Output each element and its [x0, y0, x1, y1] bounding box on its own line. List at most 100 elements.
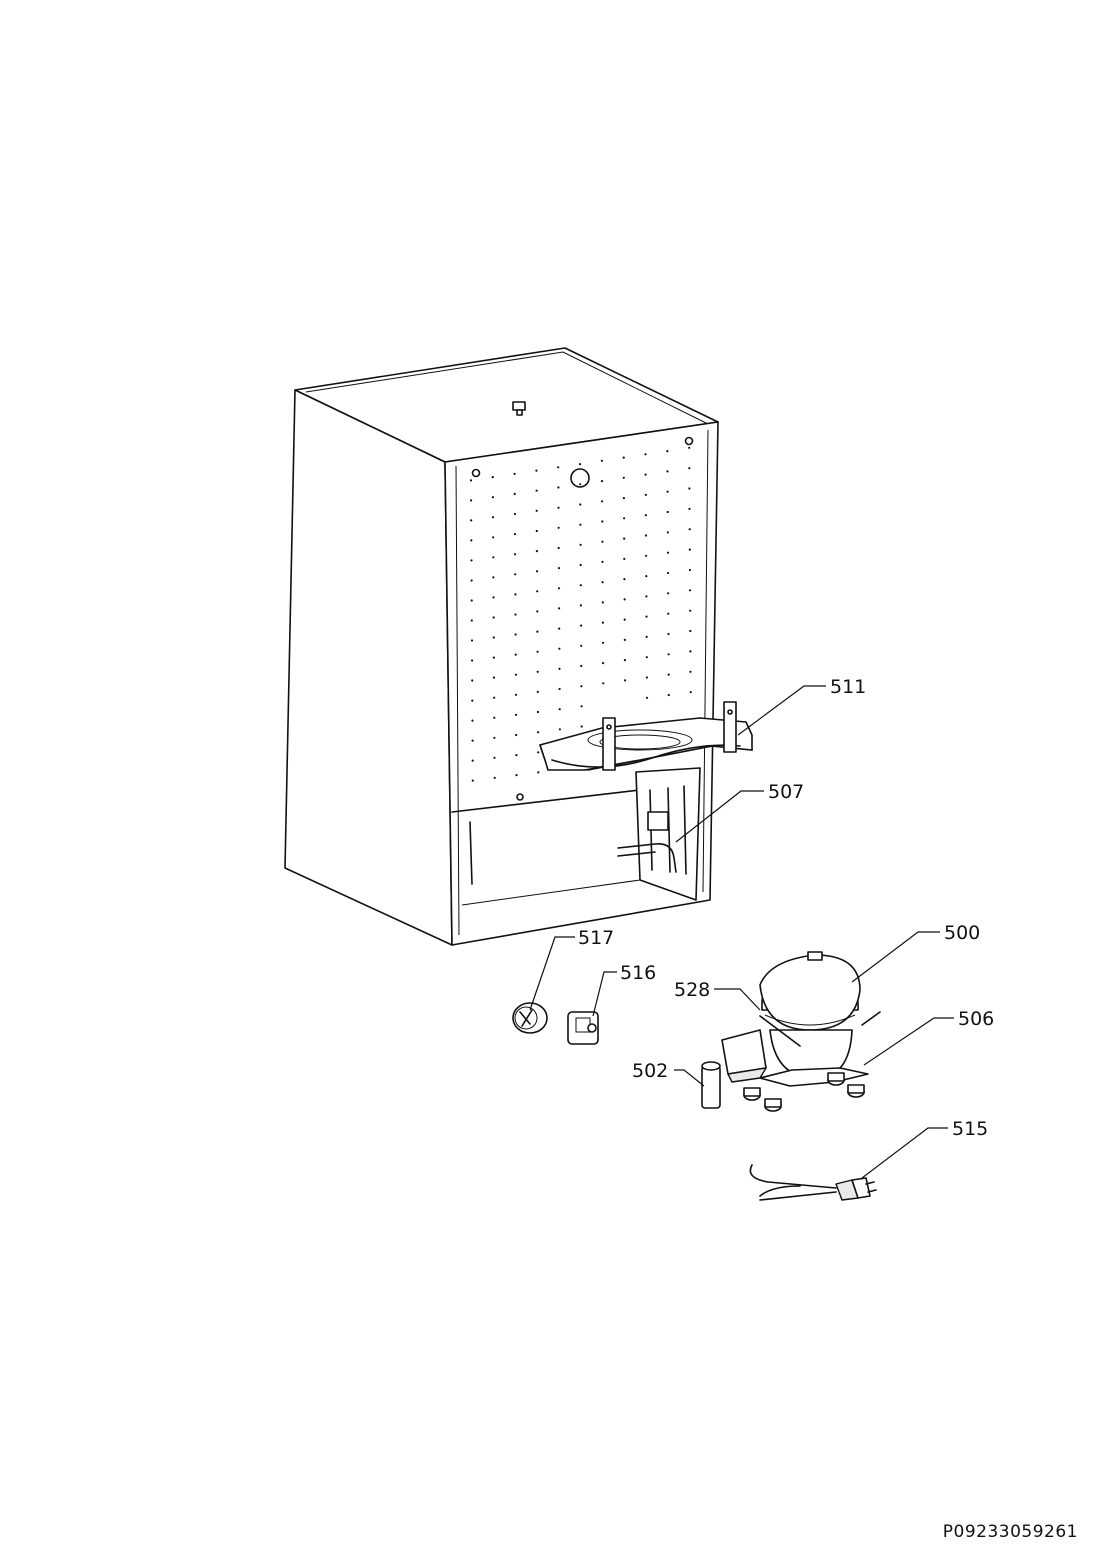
callout-517: 517	[578, 927, 614, 949]
perforation-dot	[644, 453, 647, 456]
perforation-dot	[514, 693, 518, 696]
perforation-dot	[514, 613, 517, 616]
perforation-dot	[580, 685, 583, 688]
perforation-dot	[688, 487, 691, 490]
perforation-dot	[601, 560, 604, 564]
perforation-dot	[645, 696, 649, 699]
perforation-dot	[688, 548, 691, 551]
perforation-dot	[557, 587, 561, 590]
perforation-dot	[470, 559, 473, 562]
perforation-dot	[667, 693, 670, 697]
perforation-dot	[493, 776, 496, 780]
tray-bracket	[602, 717, 616, 771]
perforation-dot	[515, 754, 518, 757]
document-id: P09233059261	[942, 1522, 1078, 1542]
screw-hole	[471, 468, 481, 478]
top-knob	[512, 401, 526, 416]
perforation-dot	[688, 589, 692, 592]
perforation-dot	[689, 650, 692, 653]
callout-516: 516	[620, 962, 656, 984]
perforation-dot	[514, 573, 517, 576]
perforation-dot	[471, 719, 474, 722]
condenser-coil	[617, 767, 701, 901]
perforation-dot	[492, 556, 495, 559]
perforation-dot	[689, 629, 692, 633]
perforation-dot	[515, 774, 518, 777]
drip-tray	[539, 701, 753, 771]
callout-502: 502	[632, 1060, 668, 1082]
perforation-dot	[557, 506, 560, 509]
perforation-dot	[515, 713, 518, 717]
perforation-dot	[536, 710, 540, 714]
perforation-dot	[513, 533, 517, 536]
perforation-dot	[623, 537, 626, 540]
perforation-dot	[471, 699, 474, 702]
perforation-dot	[579, 523, 582, 526]
perforation-dot	[580, 624, 583, 627]
perforation-dot	[666, 450, 669, 453]
perforation-dot	[667, 653, 670, 656]
perforation-dot	[471, 679, 474, 682]
callout-500: 500	[944, 922, 980, 944]
cabinet-left-side	[284, 389, 453, 946]
callout-515: 515	[952, 1118, 988, 1140]
perforation-dot	[579, 604, 583, 607]
perforation-dot	[601, 621, 605, 624]
perforation-dot	[667, 612, 670, 615]
capacitor	[701, 1061, 721, 1109]
perforation-dot	[645, 676, 649, 679]
perforation-dot	[600, 480, 604, 483]
perforation-dot	[536, 590, 539, 593]
perforation-dot	[666, 490, 669, 493]
perforation-dot	[689, 670, 692, 673]
perforation-dot	[623, 557, 626, 561]
perforation-dot	[623, 638, 626, 642]
perforation-dot	[558, 627, 561, 630]
screw-hole	[684, 436, 694, 446]
thermostat-knob	[512, 1002, 548, 1034]
perforation-dot	[537, 771, 540, 774]
perforation-dot	[666, 470, 669, 473]
perforation-dot	[535, 489, 538, 492]
perforation-dot	[492, 656, 495, 659]
perforation-dot	[644, 493, 647, 496]
perforation-dot	[601, 581, 604, 584]
perforation-dot	[536, 610, 539, 613]
perforation-dot	[579, 503, 582, 506]
perforation-dot	[535, 550, 539, 553]
perforation-dot	[623, 598, 626, 601]
perforation-dot	[471, 759, 474, 762]
perforation-dot	[493, 736, 496, 739]
perforation-dot	[536, 650, 539, 653]
perforation-dot	[513, 492, 516, 495]
perforation-dot	[471, 659, 474, 662]
perforation-dot	[491, 516, 495, 519]
perforation-dot	[470, 499, 473, 502]
perforation-dot	[622, 497, 626, 500]
perforation-dot	[470, 539, 473, 542]
perforation-dot	[470, 619, 473, 622]
perforation-dot	[557, 546, 560, 550]
perforation-dot	[470, 579, 473, 582]
perforation-dot	[622, 456, 625, 459]
perforation-dot	[580, 644, 583, 647]
callout-506: 506	[958, 1008, 994, 1030]
perforation-dot	[557, 486, 560, 489]
perforation-dot	[491, 496, 494, 499]
perforation-dot	[492, 536, 495, 539]
perforation-dot	[579, 563, 582, 567]
perforation-dot	[601, 520, 604, 523]
perforation-dot	[645, 635, 648, 639]
perforation-dot	[536, 670, 539, 673]
perforation-dot	[513, 472, 516, 475]
compressor	[721, 951, 881, 1112]
perforation-dot	[514, 653, 517, 656]
perforation-dot	[535, 469, 538, 472]
perforation-dot	[645, 595, 648, 598]
perforation-dot	[537, 731, 540, 734]
perforation-dot	[558, 647, 561, 650]
callout-528: 528	[674, 979, 710, 1001]
round-opening	[570, 468, 590, 488]
perforation-dot	[688, 507, 691, 510]
